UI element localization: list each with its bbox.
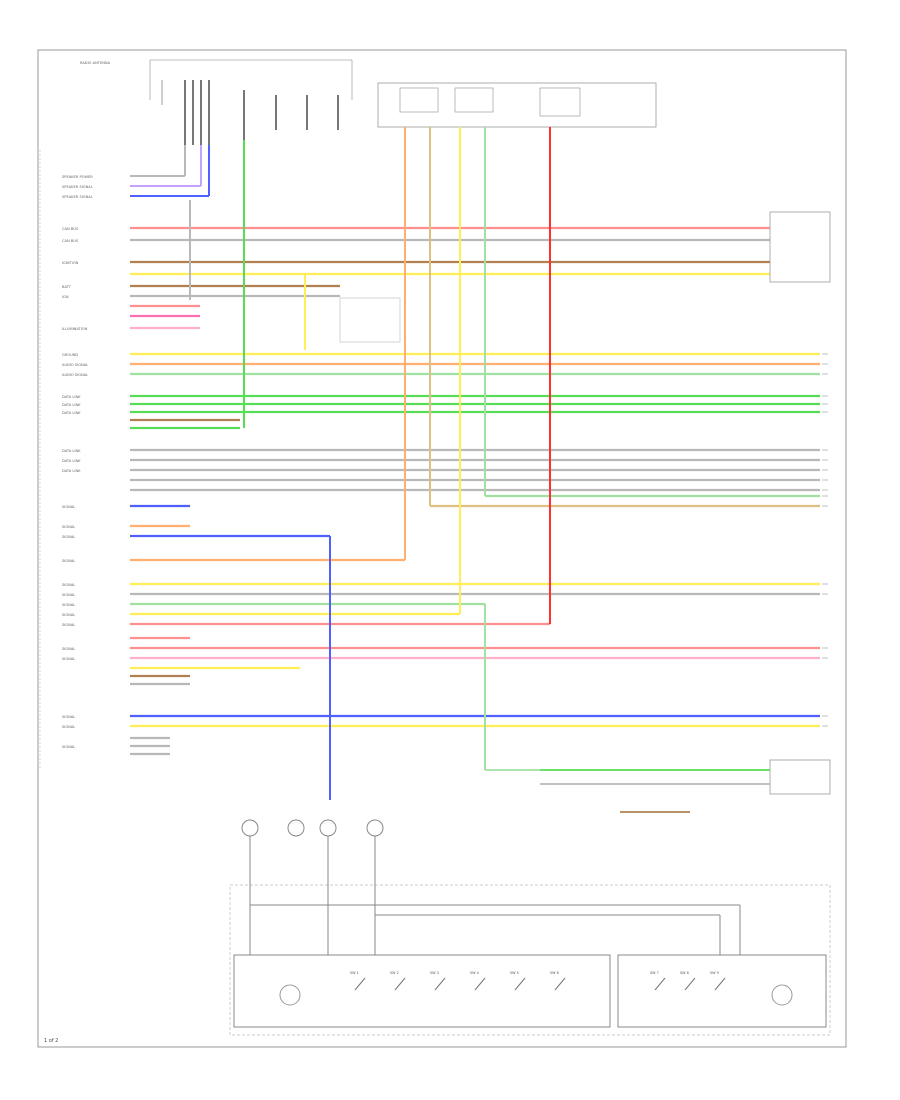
switch-6: SW 6	[550, 971, 566, 991]
label-data-4: DATA LINK	[62, 449, 81, 453]
switch-assembly-left	[233, 954, 611, 1028]
svg-text:SW 9: SW 9	[710, 971, 719, 975]
switch-3: SW 3	[430, 971, 446, 991]
label-can-2: CAN BUS	[62, 239, 79, 243]
svg-text:SW 4: SW 4	[470, 971, 479, 975]
label-ground: GROUND	[62, 353, 78, 357]
svg-text:SW 7: SW 7	[650, 971, 659, 975]
label-audio-1: AUDIO SIGNAL	[62, 363, 88, 367]
top-connector-block: RADIO ANTENNA	[80, 59, 353, 145]
label-audio-2: AUDIO SIGNAL	[62, 373, 88, 377]
label-data-2: DATA LINK	[62, 403, 81, 407]
speaker-feeds	[130, 145, 210, 197]
switch-2: SW 2	[390, 971, 406, 991]
switch-assembly-dashed	[229, 884, 831, 1036]
switch-assembly-right	[617, 954, 827, 1028]
label-data-3: DATA LINK	[62, 411, 81, 415]
label-signal-11: SIGNAL	[62, 657, 75, 661]
label-speaker-power: SPEAKER POWER	[62, 175, 93, 179]
switch-row-right: SW 7 SW 8 SW 9	[650, 971, 793, 1006]
right-connector	[769, 211, 831, 283]
label-signal-1: SIGNAL	[62, 505, 75, 509]
connector-circles	[241, 819, 384, 837]
label-speaker-signal-2: SPEAKER SIGNAL	[62, 195, 93, 199]
switch-row-left: SW 1 SW 2 SW 3 SW 4 SW 5 SW 6	[279, 971, 566, 1006]
label-ign: IGN	[62, 295, 69, 299]
label-signal-14: SIGNAL	[62, 745, 75, 749]
label-data-1: DATA LINK	[62, 395, 81, 399]
label-radio-antenna: RADIO ANTENNA	[80, 61, 111, 65]
switch-5: SW 5	[510, 971, 526, 991]
label-batt: BATT	[62, 285, 72, 289]
right-terminals	[822, 353, 828, 727]
label-signal-2: SIGNAL	[62, 525, 75, 529]
svg-text:SW 1: SW 1	[350, 971, 359, 975]
label-signal-10: SIGNAL	[62, 647, 75, 651]
bus-wires	[130, 226, 820, 756]
svg-text:SW 3: SW 3	[430, 971, 439, 975]
lower-right-module	[769, 759, 831, 795]
diagram-frame	[37, 49, 847, 1048]
switch-9: SW 9	[710, 971, 726, 991]
switch-4: SW 4	[470, 971, 486, 991]
label-signal-6: SIGNAL	[62, 593, 75, 597]
label-illumination: ILLUMINATION	[62, 327, 88, 331]
label-data-5: DATA LINK	[62, 459, 81, 463]
label-signal-12: SIGNAL	[62, 715, 75, 719]
left-labels: SPEAKER POWER SPEAKER SIGNAL SPEAKER SIG…	[62, 175, 93, 749]
label-signal-5: SIGNAL	[62, 583, 75, 587]
fuse-drop-wires	[189, 127, 551, 800]
label-signal-7: SIGNAL	[62, 603, 75, 607]
svg-text:SW 2: SW 2	[390, 971, 399, 975]
label-signal-4: SIGNAL	[62, 559, 75, 563]
label-signal-8: SIGNAL	[62, 613, 75, 617]
page-indicator: 1 of 2	[44, 1038, 58, 1044]
label-signal-3: SIGNAL	[62, 535, 75, 539]
switch-1: SW 1	[350, 971, 366, 991]
label-speaker-signal-1: SPEAKER SIGNAL	[62, 185, 93, 189]
fuse-block	[377, 82, 657, 128]
svg-text:SW 8: SW 8	[680, 971, 689, 975]
label-can-1: CAN BUS	[62, 227, 79, 231]
center-device	[339, 297, 401, 343]
label-ignition: IGNITION	[62, 261, 79, 265]
label-data-6: DATA LINK	[62, 469, 81, 473]
svg-text:SW 6: SW 6	[550, 971, 559, 975]
switch-7: SW 7	[650, 971, 666, 991]
label-signal-13: SIGNAL	[62, 725, 75, 729]
label-signal-9: SIGNAL	[62, 623, 75, 627]
switch-8: SW 8	[680, 971, 696, 991]
svg-text:SW 5: SW 5	[510, 971, 519, 975]
